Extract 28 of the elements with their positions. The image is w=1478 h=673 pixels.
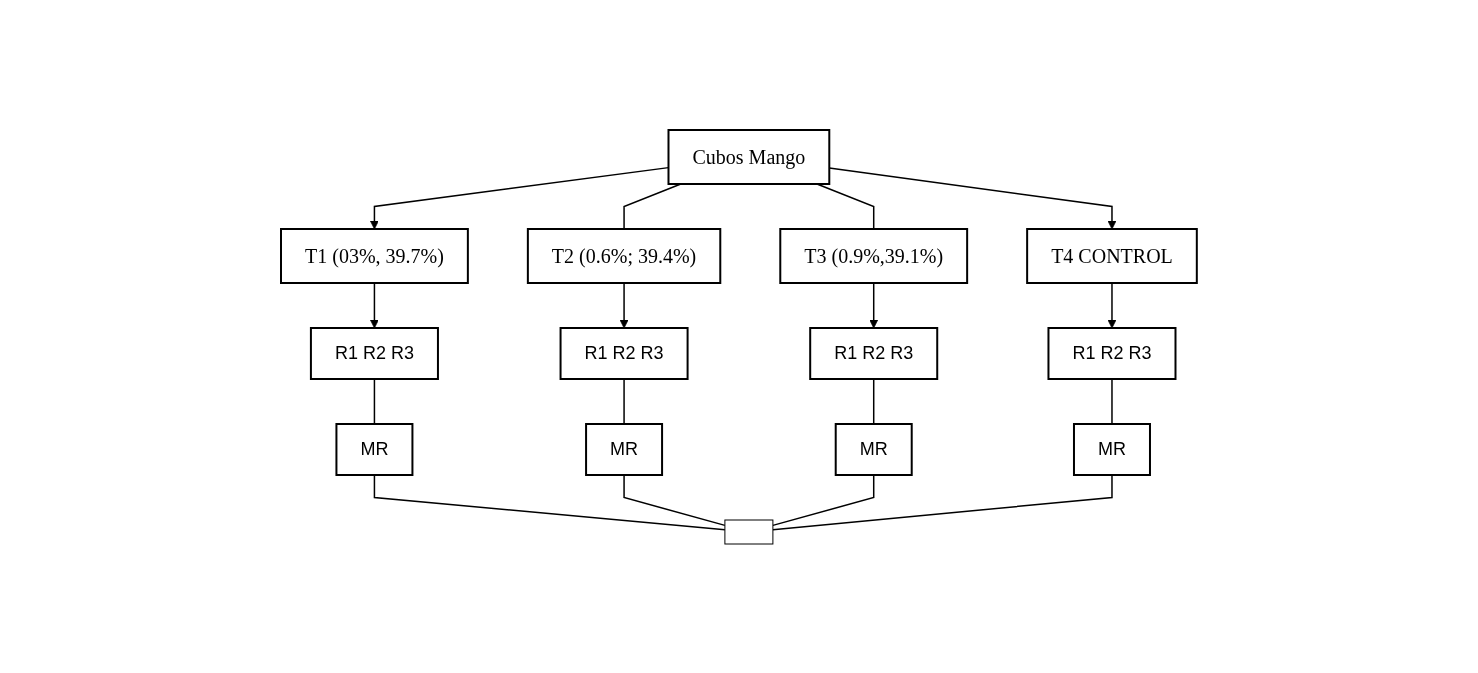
connector bbox=[772, 473, 1113, 530]
connector bbox=[623, 473, 726, 526]
node-box: T1 (03%, 39.7%) bbox=[280, 227, 469, 284]
arrow bbox=[619, 281, 629, 328]
connector bbox=[873, 377, 875, 425]
node-box: R1 R2 R3 bbox=[310, 326, 440, 380]
node-box: MR bbox=[834, 422, 913, 476]
node-box: MR bbox=[335, 422, 414, 476]
node-box: R1 R2 R3 bbox=[1047, 326, 1177, 380]
connector bbox=[772, 473, 875, 526]
node-box: R1 R2 R3 bbox=[559, 326, 689, 380]
node-box: T3 (0.9%,39.1%) bbox=[779, 227, 969, 284]
connector bbox=[373, 473, 726, 531]
node-box: Cubos Mango bbox=[667, 128, 831, 185]
connector bbox=[816, 182, 875, 230]
node-box: MR bbox=[1073, 422, 1152, 476]
node-box: T2 (0.6%; 39.4%) bbox=[526, 227, 722, 284]
connector bbox=[623, 182, 682, 230]
arrow bbox=[1107, 281, 1117, 328]
node-box: T4 CONTROL bbox=[1026, 227, 1198, 284]
node-box: R1 R2 R3 bbox=[809, 326, 939, 380]
arrow bbox=[370, 281, 379, 328]
node-box: MR bbox=[585, 422, 664, 476]
arrow bbox=[869, 281, 879, 328]
connector bbox=[373, 377, 376, 425]
connector bbox=[1111, 377, 1113, 425]
connector bbox=[623, 377, 625, 425]
node-brace bbox=[724, 519, 774, 544]
